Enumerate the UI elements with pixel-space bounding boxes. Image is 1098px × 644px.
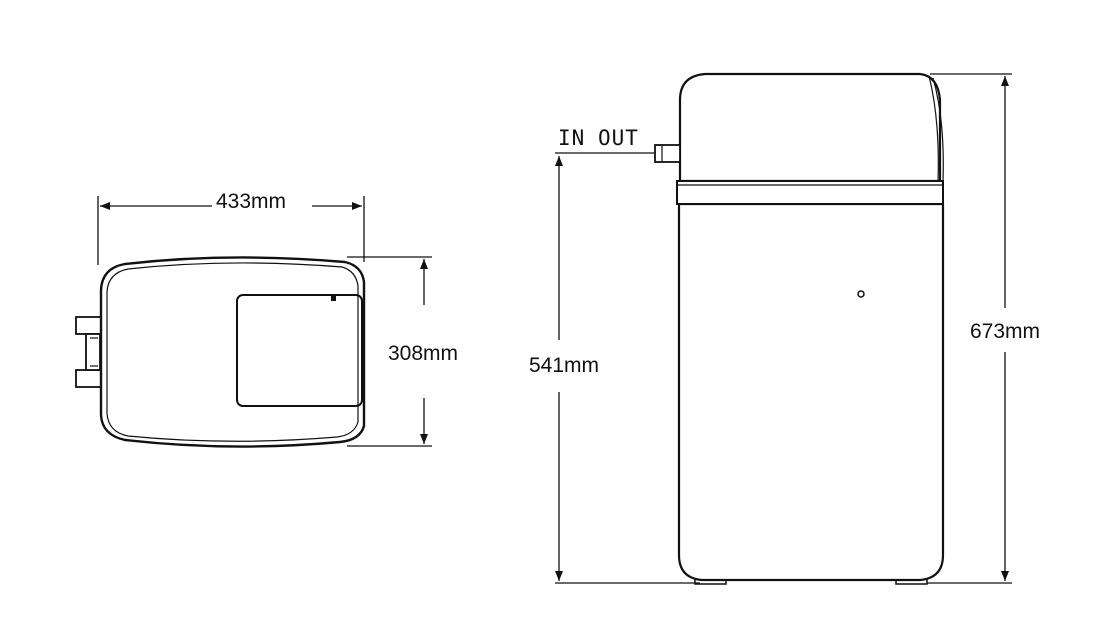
- top-view-ports: [75, 316, 103, 388]
- top-view-body-inner-edge: [106, 262, 359, 442]
- control-panel-window: [236, 294, 363, 407]
- top-view-width-label: 433mm: [216, 190, 287, 213]
- side-view-pipe: [654, 144, 681, 163]
- control-panel-indicator: [331, 296, 336, 301]
- top-view: [75, 256, 366, 448]
- port-out-label: OUT: [598, 126, 639, 150]
- side-view-lid: [678, 72, 942, 183]
- top-view-depth-dimension: [347, 256, 432, 447]
- side-view-body-marker: [857, 290, 865, 298]
- port-in-label: IN: [558, 126, 586, 150]
- top-view-body: [99, 256, 366, 448]
- body-height-dimension: [555, 156, 700, 584]
- side-view-lid-rim-inner: [928, 75, 939, 182]
- side-view-lid-rim: [932, 77, 944, 182]
- side-view-body: [677, 202, 945, 582]
- top-view-width-dimension: [97, 196, 365, 265]
- total-height-label: 673mm: [970, 320, 1041, 343]
- side-view: [654, 72, 945, 585]
- body-height-label: 541mm: [529, 354, 600, 377]
- total-height-dimension: [927, 73, 1012, 584]
- side-view-band: [676, 180, 944, 205]
- top-view-depth-label: 308mm: [388, 342, 459, 365]
